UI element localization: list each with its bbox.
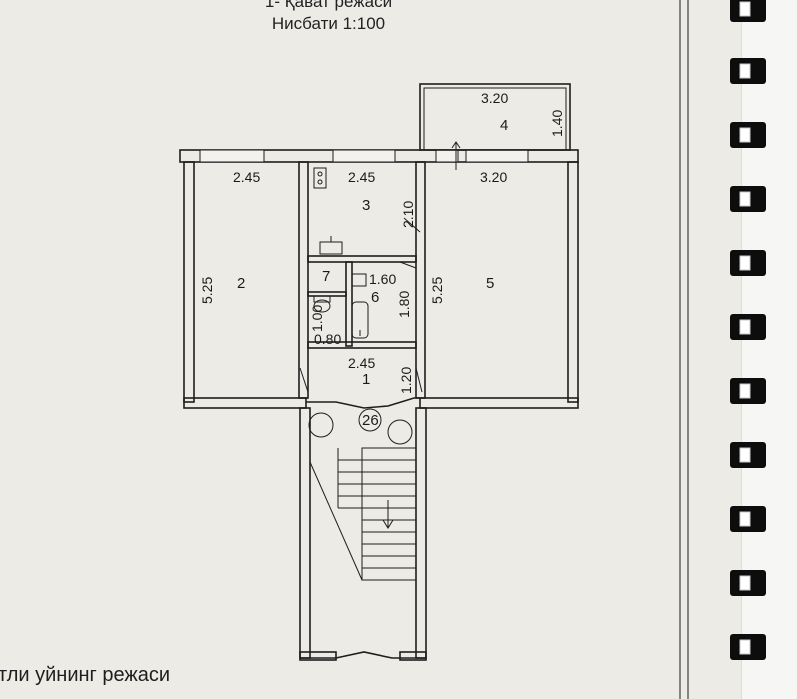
balcony-door-window xyxy=(435,149,459,163)
binding-hole xyxy=(739,575,751,591)
dim-room5-length: 5.25 xyxy=(429,277,445,304)
binding-hole xyxy=(739,511,751,527)
door-bath xyxy=(399,261,417,269)
stair-right-wall xyxy=(415,407,427,659)
partition-bath-hall xyxy=(307,341,417,349)
stair-cut-line xyxy=(309,461,363,581)
kitchen-sink xyxy=(319,241,343,255)
room-number-6: 6 xyxy=(371,289,379,306)
page-caption: тли уйнинг режаси xyxy=(0,664,171,686)
dim-wc-width: 0.80 xyxy=(314,331,341,347)
dim-room3-length: 2.10 xyxy=(400,201,416,228)
balcony-inner xyxy=(423,87,567,151)
toilet xyxy=(313,299,331,313)
staircase xyxy=(299,397,427,661)
binding-hole xyxy=(739,127,751,143)
door-room2 xyxy=(299,367,309,393)
dim-room6-width: 1.60 xyxy=(369,271,396,287)
binding-hole xyxy=(739,255,751,271)
room-number-2: 2 xyxy=(237,275,245,292)
right-wall xyxy=(567,161,579,403)
entrance-door xyxy=(306,397,420,409)
dim-room4-depth: 1.40 xyxy=(549,110,565,137)
kitchen-fixtures xyxy=(313,167,343,255)
dim-room4-width: 3.20 xyxy=(481,90,508,106)
plan-scale: Нисбати 1:100 xyxy=(271,14,386,33)
stair-column-right xyxy=(387,419,413,445)
window-room2 xyxy=(199,149,265,163)
stair-column-left xyxy=(308,412,334,438)
room-number-1: 1 xyxy=(362,371,370,388)
stair-steps xyxy=(309,448,416,581)
binding-hole xyxy=(739,447,751,463)
binding-hole xyxy=(739,639,751,655)
door-room5 xyxy=(415,367,423,393)
binding-hole xyxy=(739,383,751,399)
balcony-door-arrow-head xyxy=(451,141,461,149)
bottom-wall-left xyxy=(183,397,307,409)
partition-kitchen-bath xyxy=(307,255,417,263)
stair-flight-right xyxy=(361,447,417,581)
dim-room2-length: 5.25 xyxy=(199,277,215,304)
plan-title: 1- Қават режаси xyxy=(264,0,393,11)
dim-room6-length: 1.80 xyxy=(396,291,412,318)
dim-wc-length: 1.00 xyxy=(309,305,325,332)
spiral-binding xyxy=(730,0,797,699)
partition-7-wc xyxy=(307,291,347,297)
ground-entrance xyxy=(300,651,426,659)
window-room3 xyxy=(332,149,396,163)
binding-hole xyxy=(739,1,751,17)
stair-left-wall xyxy=(299,407,311,659)
entrance-step-left xyxy=(299,651,337,661)
stair-number: 26 xyxy=(362,412,379,429)
bathroom-block xyxy=(299,217,423,393)
dim-hall-width: 2.45 xyxy=(348,355,375,371)
room-number-3: 3 xyxy=(362,197,370,214)
dim-room2-width: 2.45 xyxy=(233,169,260,185)
stove xyxy=(313,167,327,189)
room-number-5: 5 xyxy=(486,275,494,292)
partition-2-3 xyxy=(298,161,309,399)
dim-room5-width: 3.20 xyxy=(480,169,507,185)
bath-sink xyxy=(351,273,367,287)
binding-hole xyxy=(739,191,751,207)
binding-hole xyxy=(739,319,751,335)
partition-3-5 xyxy=(415,161,426,399)
bathtub xyxy=(351,301,369,339)
partition-7-6 xyxy=(345,261,353,347)
stair-number-circle xyxy=(358,408,382,432)
dim-room3-width: 2.45 xyxy=(348,169,375,185)
dim-hall-length: 1.20 xyxy=(398,367,414,394)
window-room5 xyxy=(465,149,529,163)
bottom-wall-right xyxy=(419,397,579,409)
door-kitchen xyxy=(403,217,421,233)
binding-hole xyxy=(739,63,751,79)
building-outline xyxy=(179,149,579,409)
entrance-step-right xyxy=(399,651,427,661)
left-wall xyxy=(183,161,195,403)
room-number-4: 4 xyxy=(500,117,508,134)
balcony xyxy=(419,83,571,170)
room-number-7: 7 xyxy=(322,268,330,285)
